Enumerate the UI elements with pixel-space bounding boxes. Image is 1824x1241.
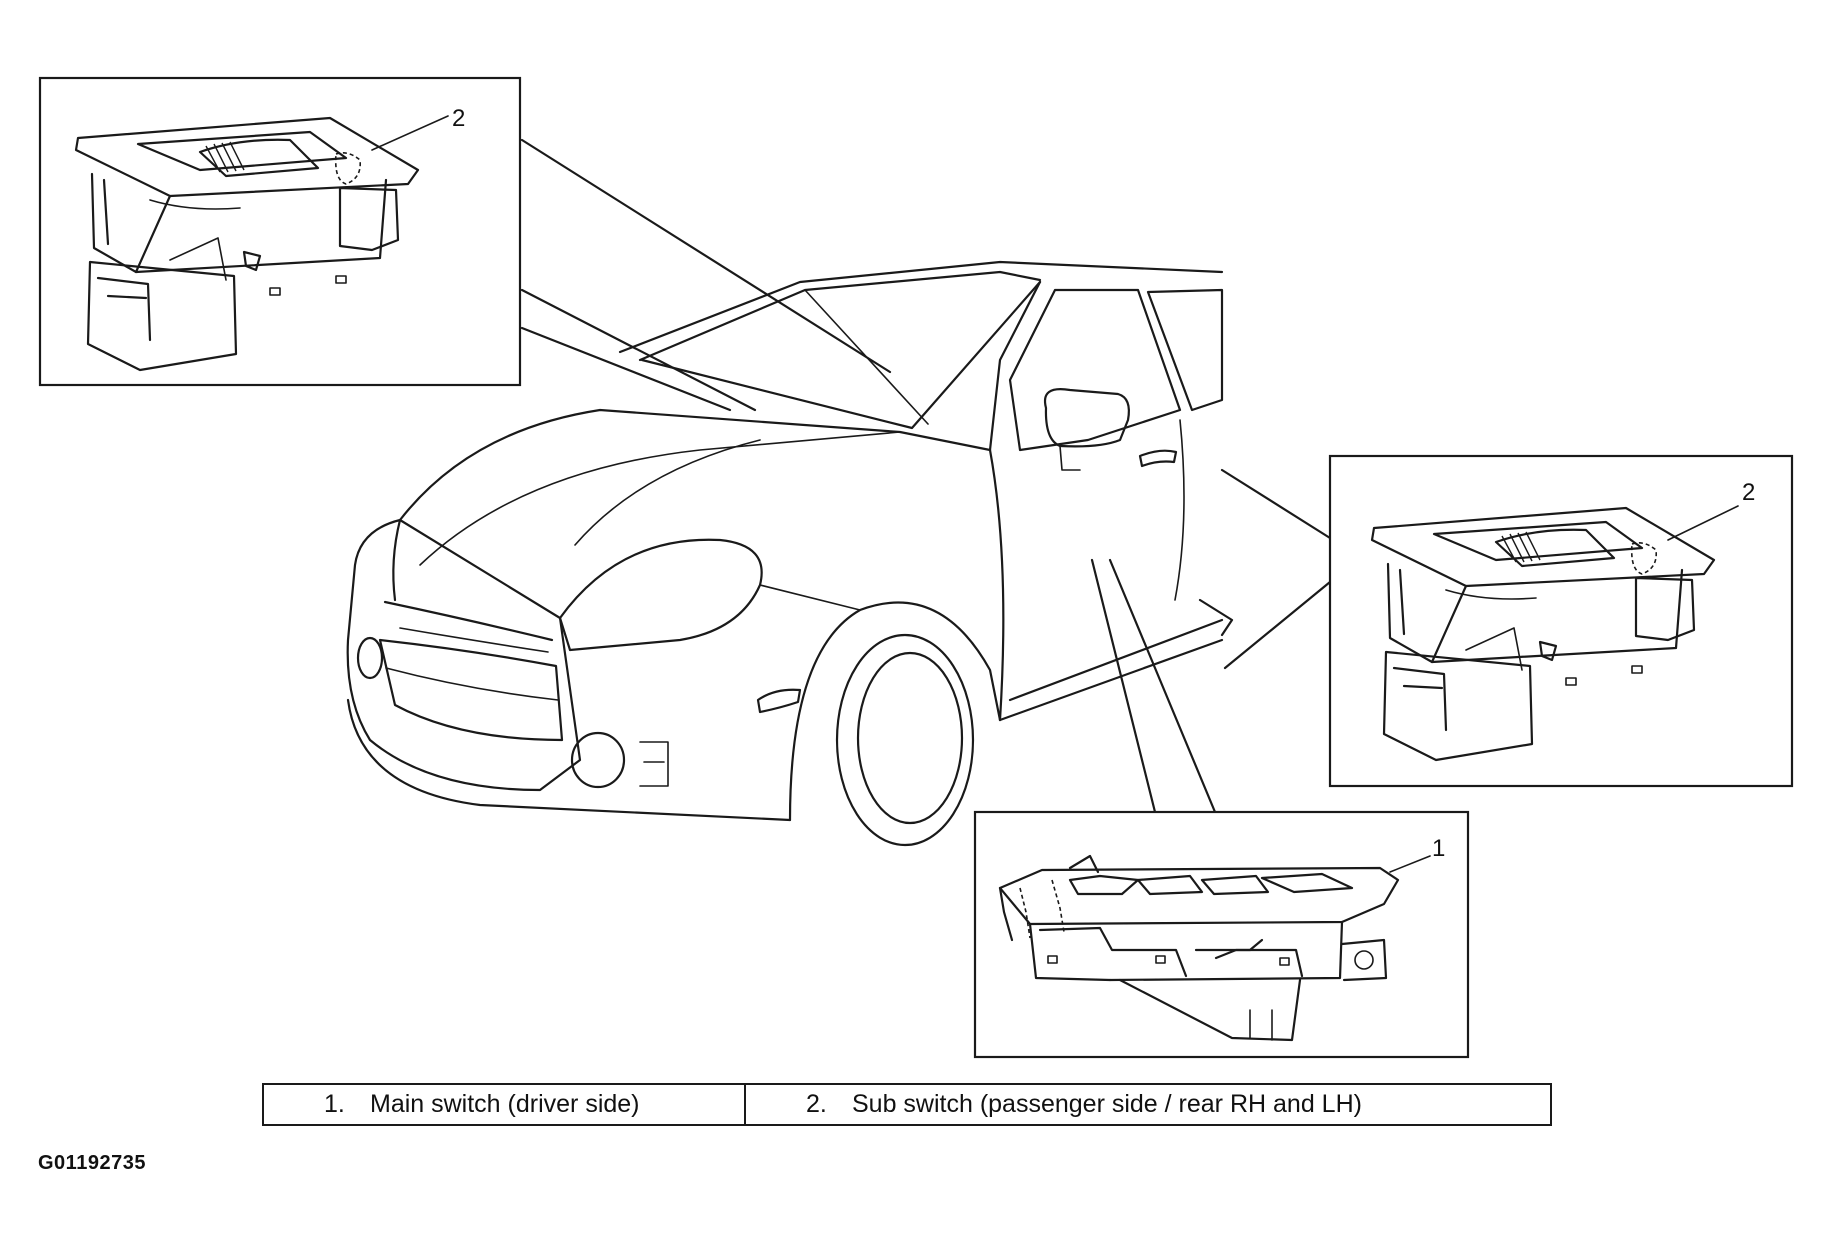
figure-id: G01192735 xyxy=(38,1152,146,1174)
callout-2-right: 2 xyxy=(1742,479,1755,506)
legend-item-1-number: 1. xyxy=(324,1090,345,1118)
inset-sub-switch-right: 2 xyxy=(1328,454,1794,788)
window-switch-icon xyxy=(998,854,1400,1042)
callout-2-top-left: 2 xyxy=(452,105,465,132)
legend-item-2: 2. Sub switch (passenger side / rear RH … xyxy=(746,1085,1550,1124)
legend-item-2-number: 2. xyxy=(806,1090,827,1118)
legend-item-1-label: Main switch (driver side) xyxy=(370,1090,640,1118)
window-switch-icon xyxy=(74,116,420,372)
car-illustration xyxy=(346,260,1234,847)
window-switch-icon xyxy=(1370,506,1716,762)
legend-item-2-label: Sub switch (passenger side / rear RH and… xyxy=(852,1090,1362,1118)
inset-sub-switch-top-left: 2 xyxy=(38,76,522,387)
inset-main-switch-bottom: 1 xyxy=(973,810,1470,1059)
legend-table: 1. Main switch (driver side) 2. Sub swit… xyxy=(262,1083,1552,1126)
leader-lines xyxy=(520,138,1332,814)
callout-1-bottom: 1 xyxy=(1432,835,1445,862)
legend-item-1: 1. Main switch (driver side) xyxy=(264,1085,746,1124)
